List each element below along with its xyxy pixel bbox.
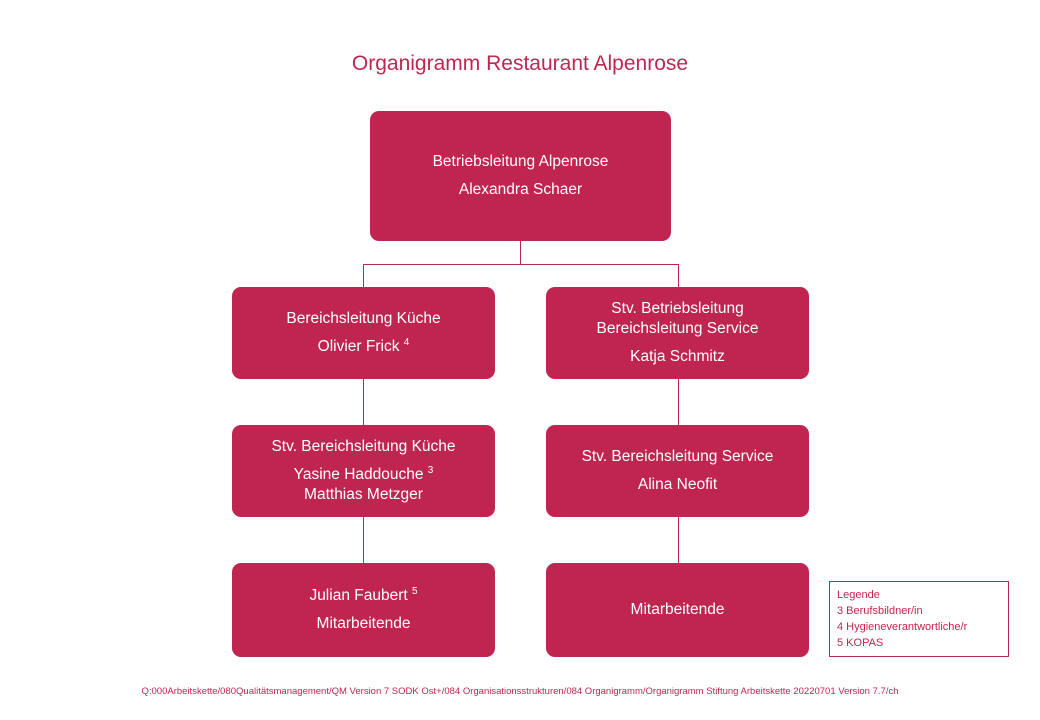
legend-box: Legende 3 Berufsbildner/in 4 Hygienevera… [829, 581, 1009, 657]
node-role: Mitarbeitende [316, 615, 411, 632]
node-role: Stv. Bereichsleitung Service [581, 448, 774, 465]
node-bereichsleitung-kueche: Bereichsleitung Küche Olivier Frick 4 [232, 287, 495, 379]
person-name: Julian Faubert [309, 587, 408, 604]
legend-marker: 4 [403, 337, 410, 348]
node-person: Yasine Haddouche 3 [294, 465, 434, 485]
node-role: Stv. Betriebsleitung [611, 300, 744, 317]
node-person: Julian Faubert 5 [309, 586, 417, 606]
node-person: Alexandra Schaer [458, 181, 583, 198]
node-person-secondary: Matthias Metzger [304, 486, 423, 503]
node-mitarbeitende-kueche: Julian Faubert 5 Mitarbeitende [232, 563, 495, 657]
node-betriebsleitung: Betriebsleitung Alpenrose Alexandra Scha… [370, 111, 671, 241]
node-stv-bereichsleitung-service: Stv. Bereichsleitung Service Alina Neofi… [546, 425, 809, 517]
node-mitarbeitende-service: Mitarbeitende [546, 563, 809, 657]
node-role-secondary: Bereichsleitung Service [596, 320, 759, 337]
node-person: Katja Schmitz [630, 348, 725, 365]
legend-item: 5 KOPAS [837, 637, 884, 649]
legend-title: Legende [837, 589, 880, 601]
node-stv-betriebsleitung: Stv. Betriebsleitung Bereichsleitung Ser… [546, 287, 809, 379]
legend-marker: 3 [427, 465, 434, 476]
node-role: Bereichsleitung Küche [286, 310, 441, 327]
node-stv-bereichsleitung-kueche: Stv. Bereichsleitung Küche Yasine Haddou… [232, 425, 495, 517]
legend-marker: 5 [411, 586, 418, 597]
node-role: Stv. Bereichsleitung Küche [271, 438, 456, 455]
footer-path: Q:000Arbeitskette/080Qualitätsmanagement… [141, 686, 899, 697]
node-person: Alina Neofit [637, 476, 718, 493]
page-title: Organigramm Restaurant Alpenrose [351, 52, 689, 75]
node-role: Betriebsleitung Alpenrose [432, 153, 609, 170]
legend-item: 3 Berufsbildner/in [837, 605, 923, 617]
person-name: Olivier Frick [317, 338, 400, 355]
node-person: Olivier Frick 4 [318, 337, 410, 357]
legend-item: 4 Hygieneverantwortliche/r [837, 621, 968, 633]
person-name: Yasine Haddouche [293, 466, 424, 483]
node-role: Mitarbeitende [630, 601, 725, 618]
